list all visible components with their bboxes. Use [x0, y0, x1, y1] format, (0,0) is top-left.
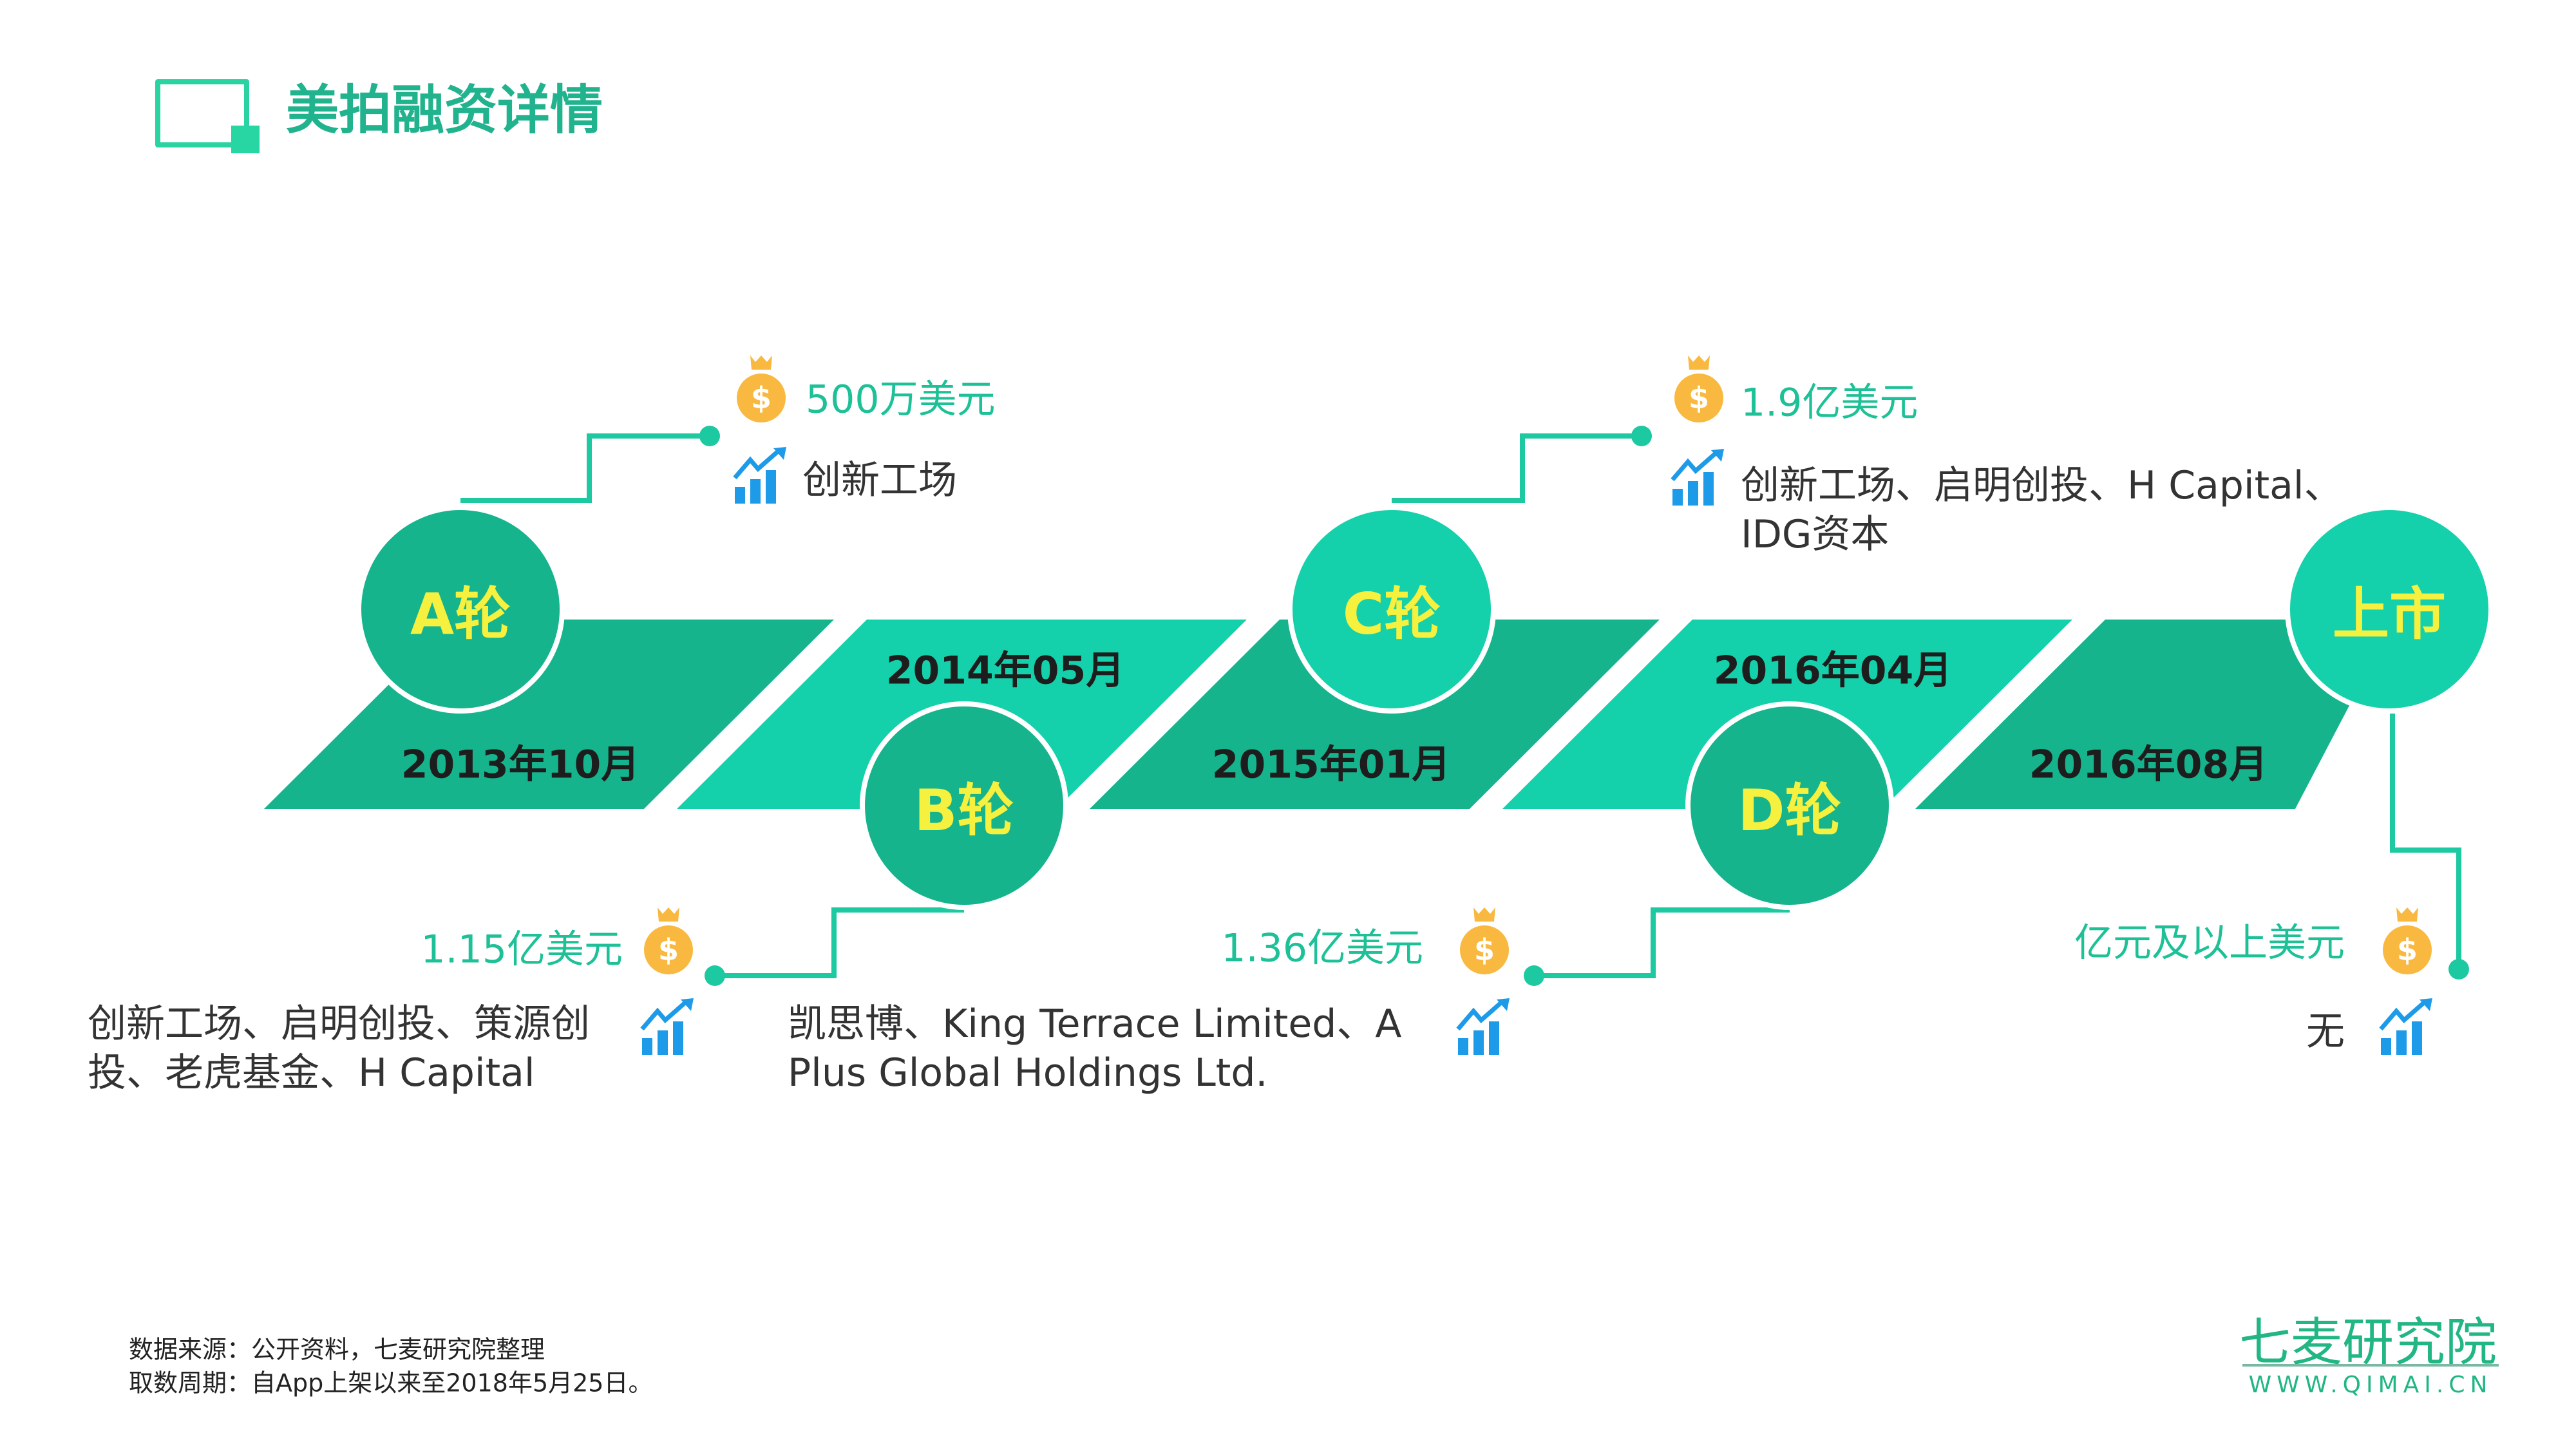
date-ipo: 2016年08月: [2029, 742, 2268, 788]
investors-line: 创新工场: [802, 458, 957, 503]
amount-ipo: 亿元及以上美元: [2074, 920, 2345, 966]
connector-b: [715, 907, 964, 978]
date-d: 2016年04月: [1713, 648, 1953, 694]
connector-a: [460, 433, 710, 503]
growth-chart-icon: [639, 998, 697, 1059]
growth-chart-icon: [1670, 449, 1728, 509]
amount-c: 1.9亿美元: [1741, 380, 1918, 426]
round-ipo-circle: 上市: [2285, 505, 2494, 714]
title-decoration-square: [231, 126, 260, 153]
round-c-circle: C轮: [1287, 505, 1496, 714]
investors-b: 创新工场、启明创投、策源创投、老虎基金、H Capital: [88, 999, 590, 1097]
svg-text:$: $: [1474, 933, 1495, 967]
svg-text:$: $: [751, 381, 772, 415]
page-title: 美拍融资详情: [286, 80, 603, 141]
amount-d: 1.36亿美元: [1221, 925, 1423, 971]
round-label: D轮: [1738, 777, 1842, 844]
svg-text:$: $: [2397, 933, 2418, 967]
round-b-circle: B轮: [860, 701, 1068, 910]
svg-text:$: $: [1689, 381, 1709, 415]
investors-a: 创新工场: [802, 456, 957, 505]
amount-a: 500万美元: [806, 377, 996, 422]
connector-dot-a: [699, 426, 720, 446]
investors-line: 凯思博、King Terrace Limited、A: [788, 1001, 1402, 1046]
date-c: 2015年01月: [1211, 742, 1451, 788]
investors-line: Plus Global Holdings Ltd.: [788, 1050, 1268, 1095]
date-b: 2014年05月: [886, 648, 1125, 694]
band-segment-5: [1915, 620, 2394, 809]
footer-period: 取数周期：自App上架以来至2018年5月25日。: [129, 1368, 653, 1397]
connector-dot-ipo: [2448, 959, 2469, 980]
growth-chart-icon: [2378, 998, 2436, 1059]
round-d-circle: D轮: [1685, 701, 1894, 910]
round-label: C轮: [1342, 580, 1441, 647]
growth-chart-icon: [732, 447, 790, 507]
connector-ipo: [2390, 714, 2461, 969]
connector-dot-c: [1631, 426, 1652, 446]
band-segment-3: [1090, 620, 1660, 809]
connector-d: [1534, 907, 1790, 978]
date-a: 2013年10月: [401, 742, 640, 788]
investors-line: 创新工场、启明创投、策源创: [88, 1001, 590, 1046]
connector-c: [1392, 433, 1642, 503]
investors-c: 创新工场、启明创投、H Capital、IDG资本: [1741, 461, 2343, 559]
connector-dot-b: [705, 965, 725, 986]
title-decoration-icon: [155, 79, 249, 147]
investors-line: 投、老虎基金、H Capital: [88, 1050, 535, 1095]
investors-line: 创新工场、启明创投、H Capital、: [1741, 463, 2343, 508]
investors-line: 无: [2306, 1009, 2345, 1054]
round-label: 上市: [2332, 580, 2446, 647]
investors-ipo: 无: [2306, 1007, 2345, 1056]
round-a-circle: A轮: [356, 505, 565, 714]
money-bag-icon: $: [1455, 905, 1513, 978]
svg-text:$: $: [658, 933, 679, 967]
money-bag-icon: $: [2378, 905, 2436, 978]
footer-source: 数据来源：公开资料，七麦研究院整理: [129, 1335, 545, 1364]
logo-name: 七麦研究院: [2239, 1312, 2497, 1372]
connector-dot-d: [1524, 965, 1544, 986]
logo-url: WWW.QIMAI.CN: [2248, 1372, 2493, 1398]
money-bag-icon: $: [732, 353, 790, 426]
money-bag-icon: $: [1670, 353, 1728, 426]
amount-b: 1.15亿美元: [421, 927, 623, 972]
logo-divider: [2242, 1364, 2499, 1367]
round-label: B轮: [914, 777, 1014, 844]
money-bag-icon: $: [639, 905, 697, 978]
investors-line: IDG资本: [1741, 512, 1889, 557]
growth-chart-icon: [1455, 998, 1513, 1059]
round-label: A轮: [410, 580, 511, 647]
